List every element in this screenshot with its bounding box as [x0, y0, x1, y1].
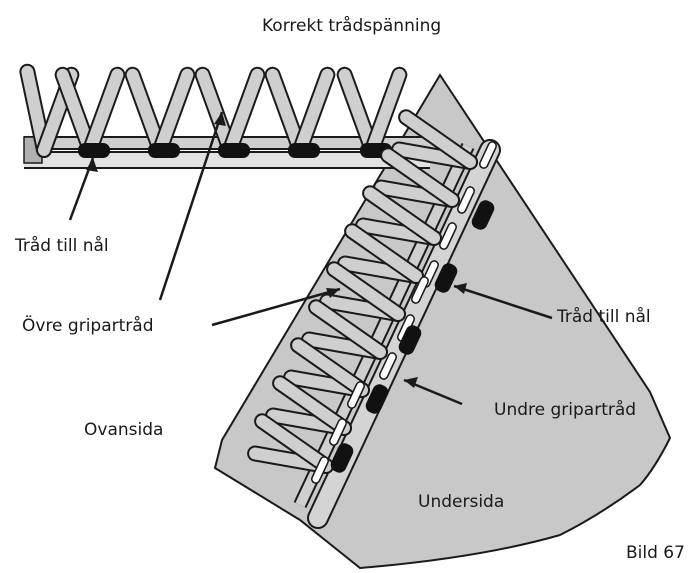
- label-under-side: Undersida: [418, 492, 505, 512]
- label-needle-thread-left: Tråd till nål: [15, 236, 109, 256]
- looper-tick: [457, 186, 475, 214]
- pointer-needle-thread-right: [453, 284, 553, 320]
- thread-loop: [247, 413, 334, 474]
- thread-loop: [337, 223, 424, 284]
- pointer-upper-looper-diagonal: [211, 287, 341, 327]
- needle-thread-knots-diagonal: [330, 200, 495, 473]
- looper-tick: [347, 381, 365, 409]
- looper-tick: [479, 141, 497, 169]
- figure-number: Bild 67: [626, 543, 685, 563]
- thread-loop: [391, 109, 478, 170]
- needle-thread-knots-top: [78, 143, 392, 158]
- thread-loop: [319, 261, 406, 322]
- label-needle-thread-right: Tråd till nål: [557, 307, 651, 327]
- label-lower-looper: Undre gripartråd: [494, 400, 637, 420]
- thread-loop: [265, 375, 352, 436]
- lower-looper-ticks: [311, 141, 497, 484]
- thread-loop: [283, 337, 370, 398]
- looper-tick: [439, 222, 457, 250]
- thread-loop: [301, 299, 388, 360]
- thread-loop: [373, 147, 460, 208]
- looper-tick: [411, 276, 429, 304]
- diagram-title: Korrekt trådspänning: [262, 16, 442, 36]
- looper-tick: [379, 352, 397, 380]
- thread-loop: [355, 185, 442, 246]
- label-upper-looper: Övre gripartråd: [22, 316, 154, 336]
- looper-tick: [329, 418, 347, 446]
- pointer-upper-looper-top: [158, 111, 224, 301]
- upper-looper-loops-diagonal: [247, 109, 478, 474]
- looper-tick: [311, 456, 329, 484]
- label-top-side: Ovansida: [84, 420, 164, 440]
- pointer-heads: [86, 112, 467, 388]
